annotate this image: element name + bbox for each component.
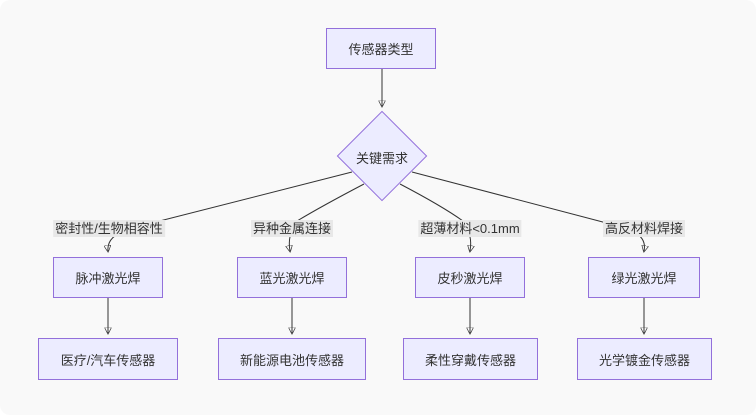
edge-label-condition-3: 高反材料焊接 (602, 220, 686, 237)
outcome-node-0-label: 医疗/汽车传感器 (60, 352, 156, 368)
process-node-3: 绿光激光焊 (588, 257, 700, 298)
outcome-node-3: 光学镀金传感器 (577, 338, 712, 380)
process-node-0: 脉冲激光焊 (53, 257, 163, 298)
outcome-node-2-label: 柔性穿戴传感器 (424, 352, 516, 368)
process-node-2: 皮秒激光焊 (415, 257, 525, 298)
edge-decision-to-process-0 (108, 171, 353, 251)
edge-decision-to-process-3 (411, 171, 644, 251)
process-node-1-label: 蓝光激光焊 (259, 271, 325, 286)
process-node-2-label: 皮秒激光焊 (437, 271, 503, 286)
outcome-node-3-label: 光学镀金传感器 (598, 352, 690, 368)
outcome-node-1: 新能源电池传感器 (218, 338, 366, 380)
process-node-1: 蓝光激光焊 (237, 257, 347, 298)
outcome-node-1-label: 新能源电池传感器 (239, 352, 344, 368)
outcome-node-2: 柔性穿戴传感器 (403, 338, 538, 380)
edge-decision-to-process-2 (399, 183, 471, 251)
outcome-node-0: 医疗/汽车传感器 (38, 338, 178, 380)
edge-label-condition-1: 异种金属连接 (250, 220, 334, 237)
edge-decision-to-process-1 (289, 183, 365, 251)
process-node-3-label: 绿光激光焊 (611, 271, 677, 286)
decision-node-label: 关键需求 (355, 151, 408, 166)
edge-label-condition-0: 密封性/生物相容性 (53, 220, 165, 237)
process-node-0-label: 脉冲激光焊 (75, 271, 141, 286)
root-node: 传感器类型 (326, 28, 436, 69)
root-node-label: 传感器类型 (348, 42, 414, 57)
edge-label-condition-2: 超薄材料<0.1mm (418, 220, 522, 237)
